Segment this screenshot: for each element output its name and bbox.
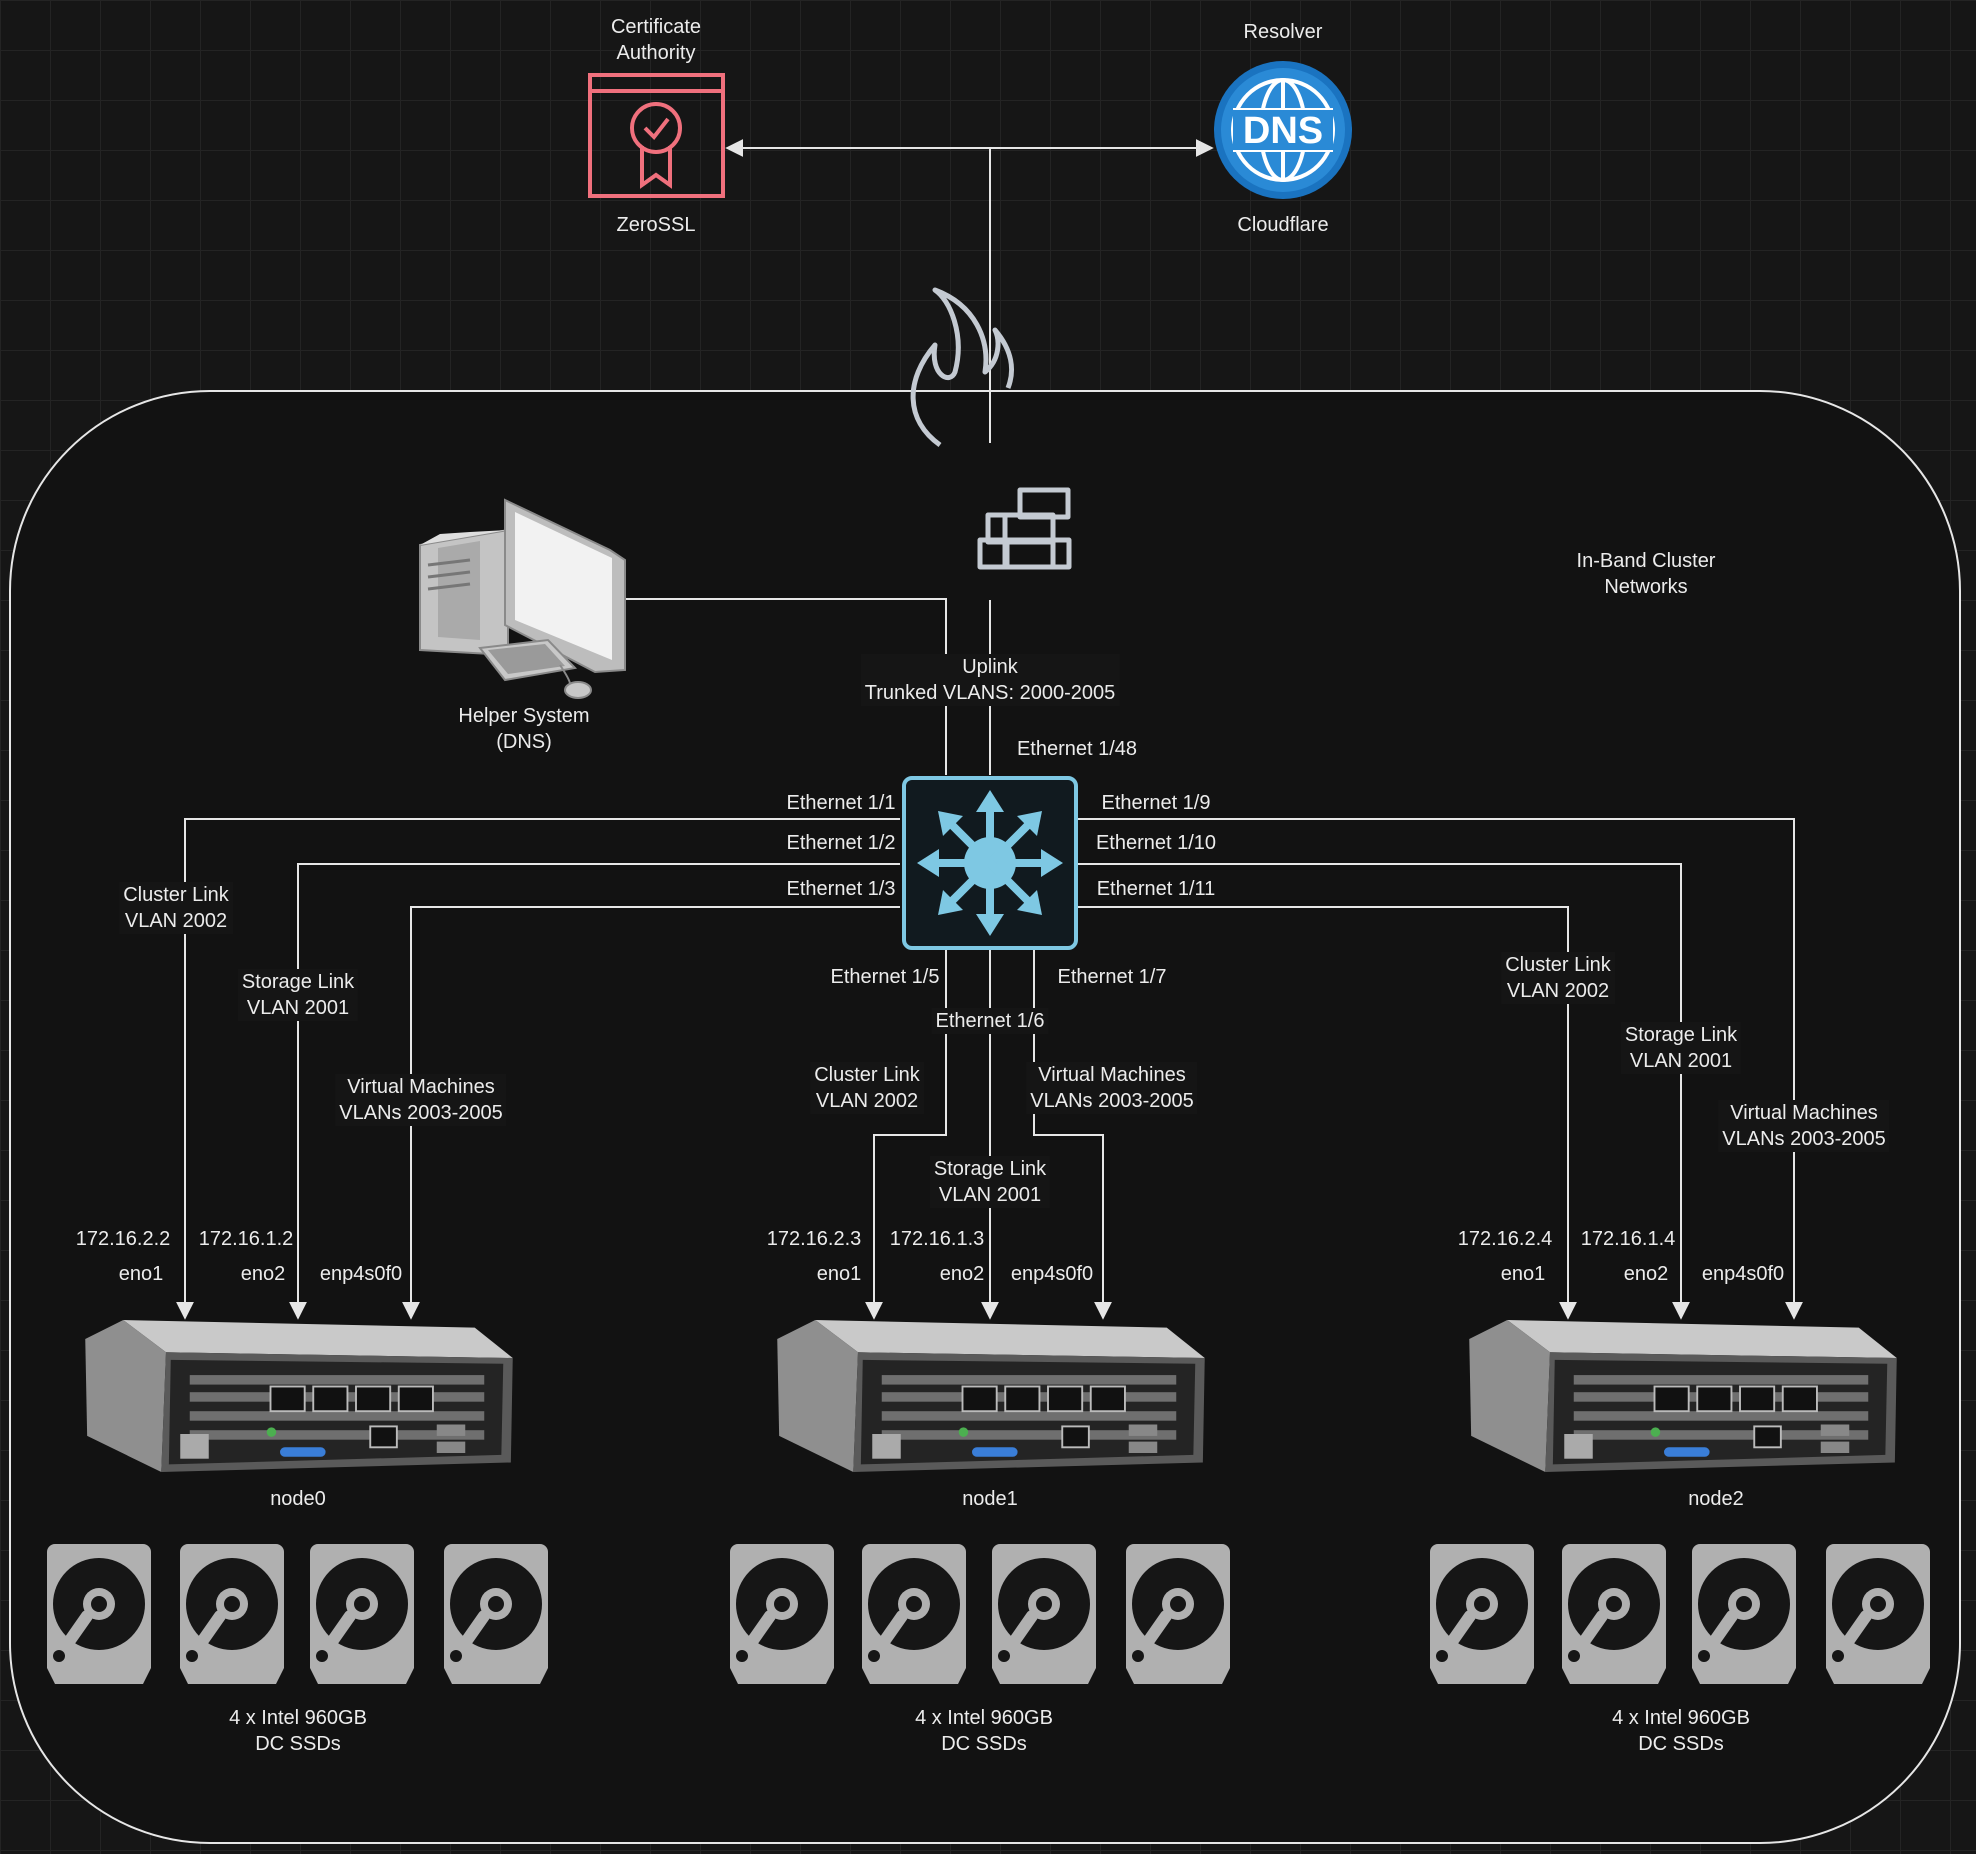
hard-disk-icon [730,1544,834,1684]
rack-server-icon [84,1320,514,1472]
interface-label: eno2 [1623,1263,1669,1285]
resolver-title: Resolver [1243,21,1323,43]
storage-link-label: Storage Link VLAN 2001 [237,969,359,1021]
storage-label: 4 x Intel 960GB DC SSDs [915,1707,1053,1755]
storage-link-label: Storage Link VLAN 2001 [929,1156,1051,1208]
hard-disk-icon [1430,1544,1534,1684]
ip-label: 172.16.1.2 [198,1228,294,1250]
certificate-icon [588,73,725,198]
port-label: Ethernet 1/7 [1057,966,1167,988]
rack-server-icon [1468,1320,1898,1472]
rack-server-icon [776,1320,1206,1472]
interface-label: enp4s0f0 [319,1263,403,1285]
cluster-link-label: Cluster Link VLAN 2002 [810,1062,924,1114]
hard-disk-icon [1562,1544,1666,1684]
hard-disk-icon [862,1544,966,1684]
vm-link-label: Virtual Machines VLANs 2003-2005 [1026,1062,1198,1114]
helper-system-label: Helper System (DNS) [458,705,590,753]
interface-label: eno1 [816,1263,862,1285]
interface-label: eno1 [118,1263,164,1285]
port-label: Ethernet 1/5 [830,966,940,988]
storage-label: 4 x Intel 960GB DC SSDs [1612,1707,1750,1755]
interface-label: eno1 [1500,1263,1546,1285]
desktop-computer-icon [419,498,626,699]
ip-label: 172.16.2.2 [75,1228,171,1250]
interface-label: enp4s0f0 [1701,1263,1785,1285]
port-label: Ethernet 1/10 [1095,832,1217,854]
port-label: Ethernet 1/6 [931,1008,1049,1034]
ip-label: 172.16.1.4 [1580,1228,1676,1250]
ip-label: 172.16.1.3 [889,1228,985,1250]
hard-disk-icon [992,1544,1096,1684]
storage-link-label: Storage Link VLAN 2001 [1620,1022,1742,1074]
interface-label: eno2 [240,1263,286,1285]
ca-name: ZeroSSL [616,214,696,236]
hard-disk-icon [1126,1544,1230,1684]
port-label: Ethernet 1/3 [786,878,896,900]
hard-disk-icon [47,1544,151,1684]
resolver-name: Cloudflare [1237,214,1329,236]
ca-title: Certificate Authority [610,16,702,64]
hard-disk-icon [444,1544,548,1684]
port-label: Ethernet 1/1 [786,792,896,814]
port-label: Ethernet 1/2 [786,832,896,854]
cluster-boundary [9,390,1961,1844]
storage-label: 4 x Intel 960GB DC SSDs [229,1707,367,1755]
node-name: node1 [962,1488,1018,1510]
network-switch-icon [902,776,1078,950]
hard-disk-icon [1826,1544,1930,1684]
port-label: Ethernet 1/11 [1096,878,1216,900]
uplink-port-label: Ethernet 1/48 [1016,738,1138,760]
interface-label: eno2 [939,1263,985,1285]
ip-label: 172.16.2.3 [766,1228,862,1250]
firewall-icon [910,287,1072,570]
hard-disk-icon [1692,1544,1796,1684]
hard-disk-icon [180,1544,284,1684]
vm-link-label: Virtual Machines VLANs 2003-2005 [335,1074,507,1126]
hard-disk-icon [310,1544,414,1684]
ip-label: 172.16.2.4 [1457,1228,1553,1250]
uplink-label: Uplink Trunked VLANS: 2000-2005 [860,654,1120,706]
cluster-link-label: Cluster Link VLAN 2002 [119,882,233,934]
node-name: node2 [1688,1488,1744,1510]
cluster-link-label: Cluster Link VLAN 2002 [1501,952,1615,1004]
port-label: Ethernet 1/9 [1101,792,1211,814]
svg-text:DNS: DNS [1243,110,1323,152]
interface-label: enp4s0f0 [1010,1263,1094,1285]
dns-globe-icon: DNS [1214,61,1352,199]
cluster-title: In-Band Cluster Networks [1576,550,1716,598]
vm-link-label: Virtual Machines VLANs 2003-2005 [1718,1100,1890,1152]
node-name: node0 [270,1488,326,1510]
